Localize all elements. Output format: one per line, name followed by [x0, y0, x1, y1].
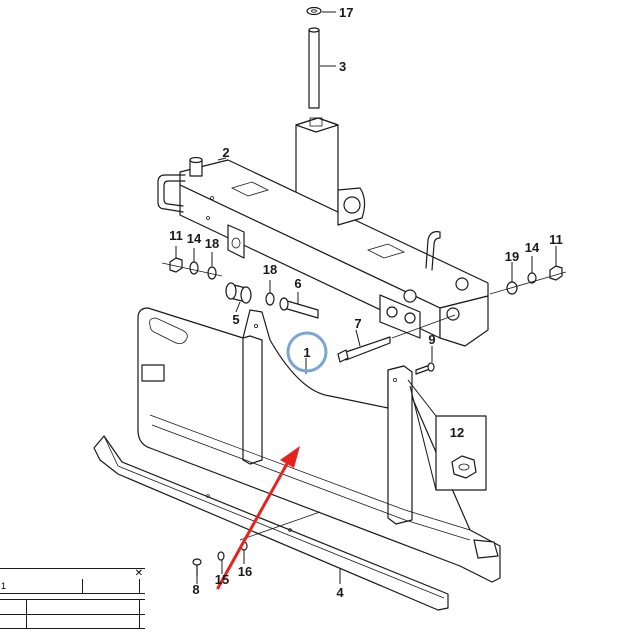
callout-17: 17	[339, 5, 353, 20]
table-close-icon[interactable]: ✕	[134, 568, 143, 579]
callout-12: 12	[450, 425, 464, 440]
red-arrow-icon	[216, 446, 300, 590]
callout-9: 9	[428, 332, 435, 347]
table-cell: 1	[0, 579, 83, 593]
callout-14-left: 14	[187, 231, 202, 246]
part-11-nut-right	[549, 265, 563, 281]
callout-7: 7	[354, 316, 361, 331]
callout-3: 3	[339, 59, 346, 74]
callout-18-middle: 18	[263, 262, 277, 277]
part-17-washer	[306, 6, 322, 16]
part-7-long-bolt	[337, 314, 456, 363]
callout-16: 16	[238, 564, 252, 579]
callout-4: 4	[336, 585, 344, 600]
callout-19: 19	[505, 249, 519, 264]
callout-1: 1	[303, 345, 310, 360]
part-18-washer-middle	[265, 292, 275, 306]
callout-11-right: 11	[549, 232, 563, 247]
callout-11-left: 11	[169, 228, 183, 243]
table-row	[0, 599, 145, 615]
part-1-frame-plate	[137, 307, 501, 583]
table-cell	[0, 614, 27, 628]
callout-15: 15	[215, 572, 229, 587]
highlight-circle	[286, 331, 328, 373]
callout-14-right: 14	[525, 240, 540, 255]
parts-table-fragment: ✕ 1	[0, 568, 145, 635]
table-row	[0, 614, 145, 629]
callout-6: 6	[294, 276, 301, 291]
table-cell	[83, 579, 140, 593]
leader-lines	[175, 11, 557, 584]
table-cell	[27, 600, 140, 614]
part-5-bushing	[225, 282, 252, 304]
callout-2: 2	[222, 145, 229, 160]
callout-8: 8	[192, 582, 199, 597]
table-cell	[0, 600, 27, 614]
table-row: 1	[0, 579, 145, 594]
part-2-cross-beam	[157, 117, 489, 347]
part-6-bolt	[279, 297, 319, 319]
part-15-washer	[217, 551, 225, 561]
table-cell	[140, 579, 145, 593]
right-hardware-stack	[489, 265, 567, 295]
part-14-washer-left	[189, 261, 199, 275]
callout-5: 5	[232, 312, 239, 327]
part-8-screw	[192, 558, 202, 577]
part-12-detail-box	[407, 379, 487, 491]
part-9-small-bolt	[415, 362, 435, 375]
left-hardware-stack	[161, 257, 223, 280]
part-3-pin	[308, 27, 320, 109]
table-cell	[27, 614, 140, 628]
callout-18-left: 18	[205, 236, 219, 251]
part-4-rail	[93, 435, 449, 611]
